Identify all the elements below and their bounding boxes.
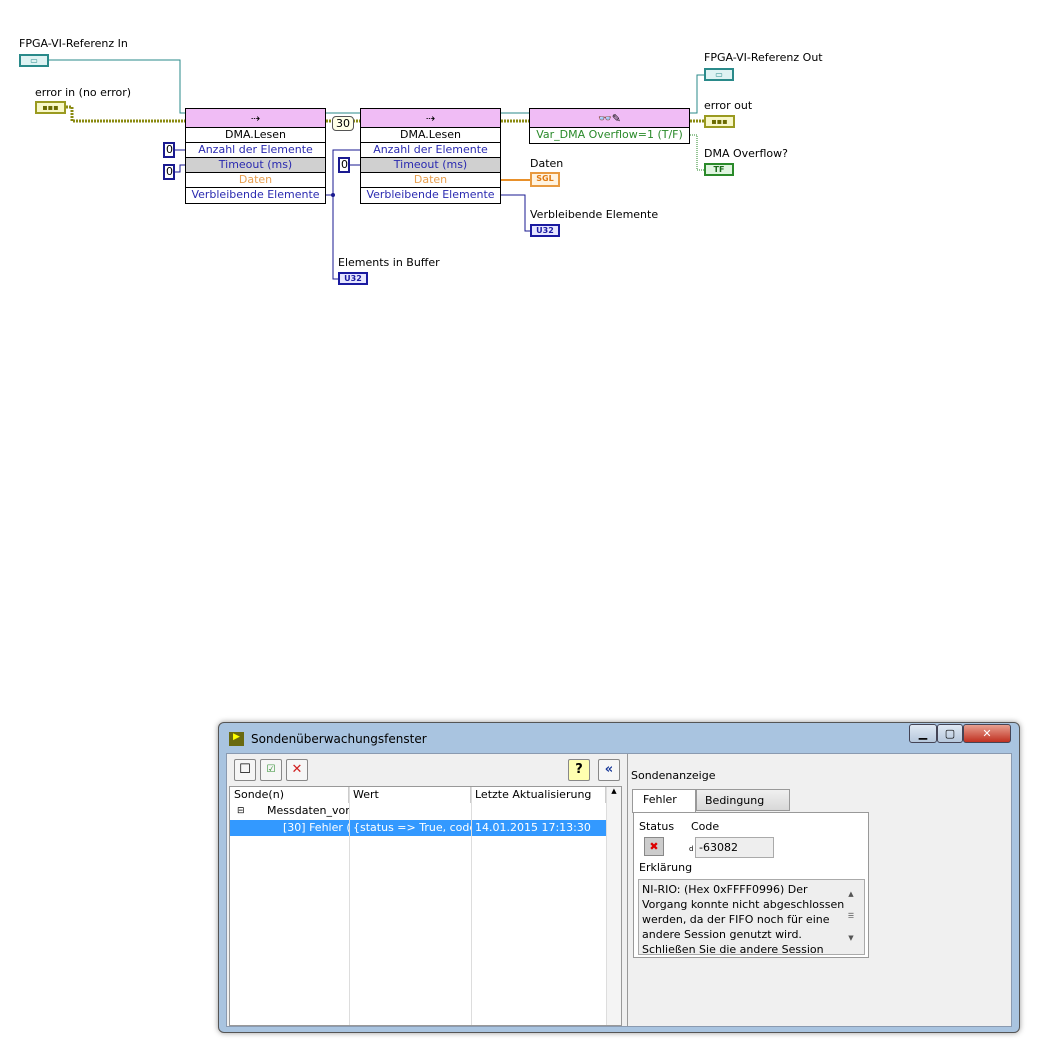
constant-timeout[interactable]: 0 xyxy=(163,164,175,180)
error-out-label: error out xyxy=(704,99,753,112)
tab-bedingung[interactable]: Bedingung xyxy=(696,789,790,811)
error-in-terminal[interactable]: ▪▪▪ xyxy=(35,101,66,114)
probe-display-title: Sondenanzeige xyxy=(631,769,716,782)
dma-read-node-1[interactable]: ⇢ DMA.Lesen Anzahl der Elemente Timeout … xyxy=(185,108,326,204)
fpga-ref-out-label: FPGA-VI-Referenz Out xyxy=(704,51,823,64)
glasses-pencil-icon: 👓✎ xyxy=(530,109,689,128)
probe-30[interactable]: 30 xyxy=(332,116,354,131)
add-checked-icon[interactable]: ☑ xyxy=(260,759,282,781)
explanation-scrollbar[interactable]: ▲☰▼ xyxy=(847,890,855,942)
help-icon[interactable]: ? xyxy=(568,759,590,781)
status-label: Status xyxy=(639,820,675,833)
scrollbar[interactable]: ▲ xyxy=(606,787,621,1025)
error-in-label: error in (no error) xyxy=(35,86,132,99)
row-remaining: Verbleibende Elemente xyxy=(366,188,495,201)
row-updated: 14.01.2015 17:13:30 xyxy=(475,821,591,834)
constant-timeout-2[interactable]: 0 xyxy=(338,157,350,173)
constant-elements[interactable]: 0 xyxy=(163,142,175,158)
collapse-icon[interactable]: « xyxy=(598,759,620,781)
read-write-control-node[interactable]: 👓✎ Var_DMA Overflow=1 (T/F) xyxy=(529,108,690,144)
code-radix: d xyxy=(689,845,694,853)
window-title: Sondenüberwachungsfenster xyxy=(251,732,427,746)
row-elements: Anzahl der Elemente xyxy=(361,143,500,158)
dma-overflow-terminal[interactable]: TF xyxy=(704,163,734,176)
explanation-label: Erklärung xyxy=(639,861,693,874)
daten-label: Daten xyxy=(530,157,564,170)
node-title: DMA.Lesen xyxy=(361,128,500,143)
probe-watch-window: ▶ Sondenüberwachungsfenster ▁ ▢ ✕ ☐ ☑ ✕ … xyxy=(218,722,1020,1033)
row-timeout: Timeout (ms) xyxy=(361,158,500,173)
labview-icon: ▶ xyxy=(229,732,244,746)
error-out-terminal[interactable]: ▪▪▪ xyxy=(704,115,735,128)
fpga-ref-in-label: FPGA-VI-Referenz In xyxy=(19,37,128,50)
row-value: {status => True, code xyxy=(353,821,471,834)
tab-fehler[interactable]: Fehler xyxy=(632,789,696,813)
col-updated[interactable]: Letzte Aktualisierung xyxy=(471,787,606,803)
row-data: Daten xyxy=(186,173,325,188)
selected-row[interactable] xyxy=(230,820,606,836)
row-data: Daten xyxy=(361,173,500,188)
tree-parent[interactable]: Messdaten_vor xyxy=(267,804,350,817)
tree-collapse-icon[interactable]: ⊟ xyxy=(237,806,245,816)
status-error-icon: ✖ xyxy=(644,837,664,856)
code-label: Code xyxy=(691,820,720,833)
maximize-button[interactable]: ▢ xyxy=(937,724,963,743)
row-remaining: Verbleibende Elemente xyxy=(191,188,320,201)
elements-in-buffer-label: Elements in Buffer xyxy=(338,256,440,269)
fifo-read-icon: ⇢ xyxy=(361,109,500,128)
row-probe: [30] Fehler ( xyxy=(283,821,349,834)
node-title: DMA.Lesen xyxy=(186,128,325,143)
wires xyxy=(49,59,704,280)
col-probes[interactable]: Sonde(n) xyxy=(230,787,349,803)
row-overflow: Var_DMA Overflow=1 (T/F) xyxy=(536,128,683,141)
col-value[interactable]: Wert xyxy=(349,787,471,803)
remaining-label: Verbleibende Elemente xyxy=(530,208,659,221)
error-panel: Status Code ✖ d -63082 Erklärung NI-RIO:… xyxy=(633,812,869,958)
row-timeout: Timeout (ms) xyxy=(186,158,325,173)
dma-read-node-2[interactable]: ⇢ DMA.Lesen Anzahl der Elemente Timeout … xyxy=(360,108,501,204)
minimize-button[interactable]: ▁ xyxy=(909,724,937,743)
remaining-terminal[interactable]: U32 xyxy=(530,224,560,237)
row-elements: Anzahl der Elemente xyxy=(186,143,325,158)
fifo-read-icon: ⇢ xyxy=(186,109,325,128)
code-field[interactable]: -63082 xyxy=(695,837,774,858)
explanation-text[interactable]: NI-RIO: (Hex 0xFFFF0996) Der Vorgang kon… xyxy=(638,879,865,955)
daten-terminal[interactable]: SGL xyxy=(530,172,560,187)
fpga-ref-out-terminal[interactable]: ▭ xyxy=(704,68,734,81)
new-probe-icon[interactable]: ☐ xyxy=(234,759,256,781)
dma-overflow-label: DMA Overflow? xyxy=(704,147,788,160)
elements-in-buffer-terminal[interactable]: U32 xyxy=(338,272,368,285)
fpga-ref-in-terminal[interactable]: ▭ xyxy=(19,54,49,67)
delete-icon[interactable]: ✕ xyxy=(286,759,308,781)
close-button[interactable]: ✕ xyxy=(963,724,1011,743)
